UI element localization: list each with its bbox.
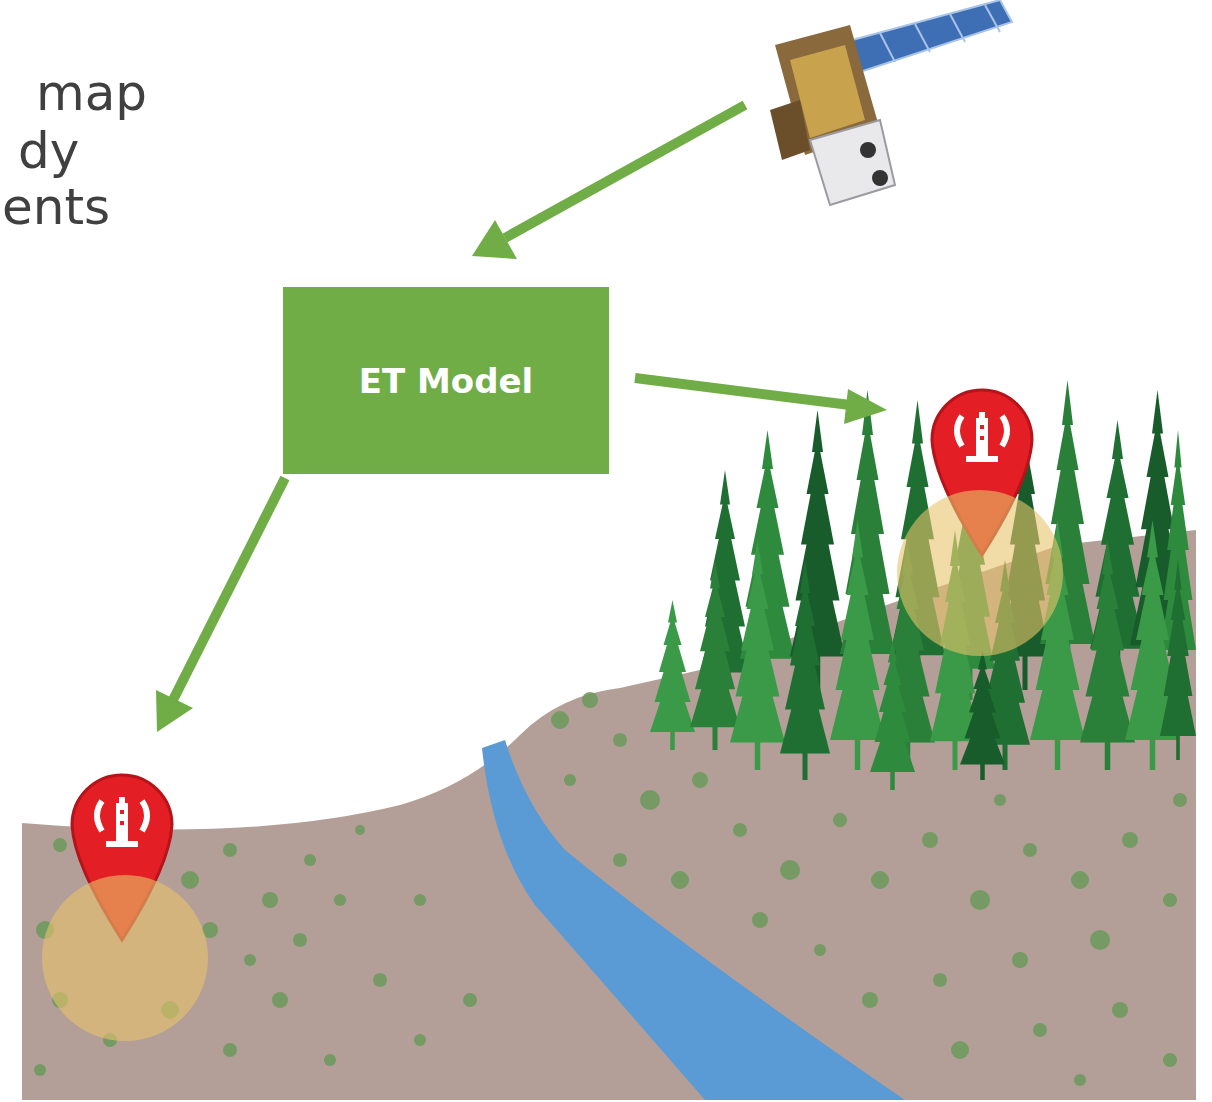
flow-arrows (156, 105, 887, 732)
box-label: ET Model (359, 361, 534, 401)
slide-text: ents (2, 182, 110, 232)
forest (650, 380, 1196, 790)
satellite (770, 0, 1012, 205)
shrubs (34, 692, 1187, 1086)
model-box: ET Model (283, 287, 609, 474)
tower-pin (42, 775, 208, 1041)
slide-text: map (36, 68, 147, 118)
slide-text: dy (18, 126, 79, 176)
tower-pin (897, 390, 1063, 656)
river (482, 740, 905, 1100)
